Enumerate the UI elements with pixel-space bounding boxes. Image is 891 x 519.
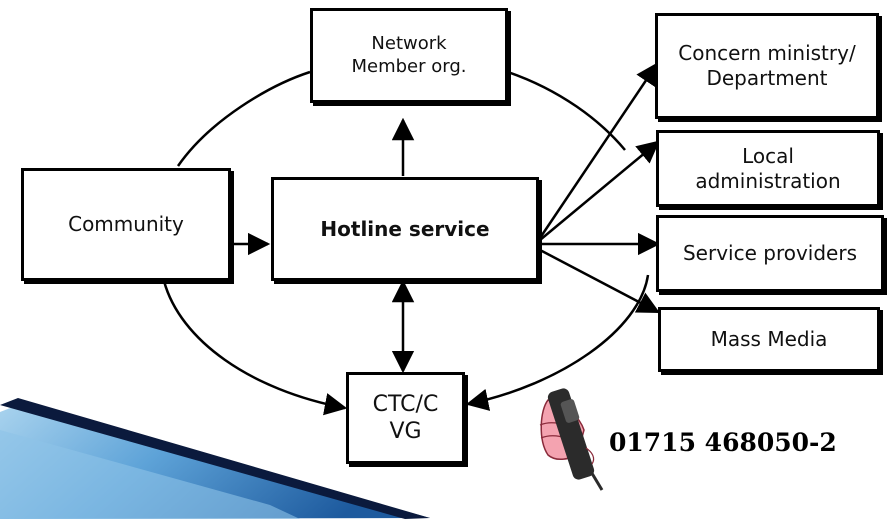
decorative-ribbon [0, 398, 430, 519]
hotline-service-box: Hotline service [271, 177, 539, 281]
ctc-cvg-label: CTC/C VG [372, 391, 439, 445]
community-label: Community [68, 212, 184, 236]
local-administration-label: Local administration [695, 143, 841, 193]
telephone-handset-icon [539, 388, 604, 491]
arrow-hotline-to-mass-media [539, 248, 660, 314]
connector-arrows [232, 62, 661, 374]
concern-ministry-box: Concern ministry/ Department [655, 13, 879, 119]
mass-media-box: Mass Media [658, 307, 880, 372]
network-member-org-label: Network Member org. [351, 33, 467, 77]
service-providers-label: Service providers [682, 241, 858, 265]
network-member-org-box: Network Member org. [310, 8, 508, 103]
local-administration-box: Local administration [656, 130, 880, 207]
concern-ministry-label: Concern ministry/ Department [678, 41, 856, 90]
hotline-service-label: Hotline service [320, 216, 490, 241]
arrow-hotline-to-local-admin [539, 140, 660, 241]
service-providers-box: Service providers [656, 215, 884, 292]
community-box: Community [21, 168, 231, 281]
hotline-phone-number: 01715 468050-2 [609, 428, 837, 457]
ctc-cvg-box: CTC/C VG [346, 372, 465, 464]
mass-media-label: Mass Media [710, 327, 828, 351]
arrow-hotline-to-ministry [538, 62, 659, 239]
